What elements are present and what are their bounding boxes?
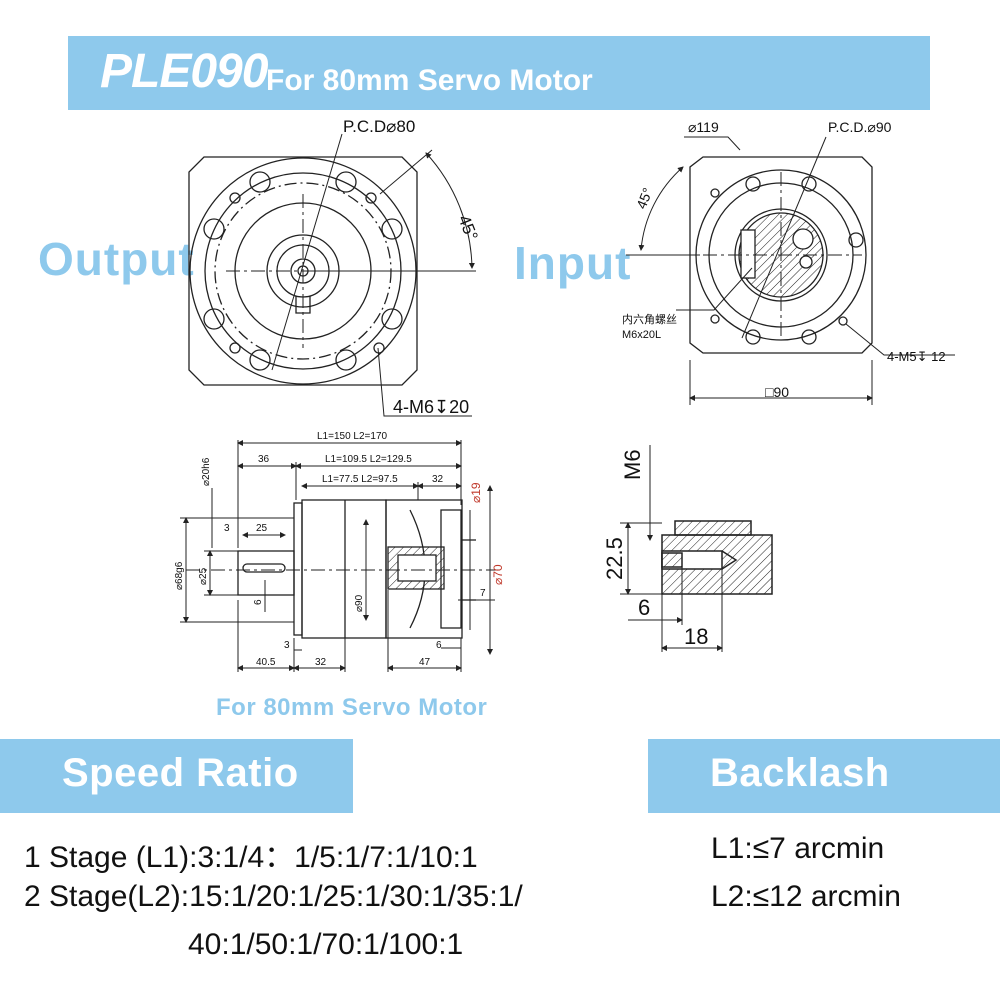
speed-ratio-line-1: 1 Stage (L1):3:1/4：1/5:1/7:1/10:1 <box>24 841 478 874</box>
output-label: Output <box>38 233 195 285</box>
backlash-l2: L2:≤12 arcmin <box>711 880 901 913</box>
model-title: PLE090 <box>100 45 268 98</box>
speed-ratio-title: Speed Ratio <box>62 751 299 795</box>
side-dim-36: 36 <box>258 454 270 465</box>
side-dim-47: 47 <box>419 657 431 668</box>
side-dim-70: ⌀70 <box>491 564 505 585</box>
side-dim-32-top: 32 <box>432 474 444 485</box>
side-dim-shaft: ⌀20h6 <box>201 457 212 486</box>
backlash-title: Backlash <box>710 751 890 795</box>
input-square-label: □90 <box>765 384 789 400</box>
title-subtitle: For 80mm Servo Motor <box>266 64 593 97</box>
side-l-inner: L1=77.5 L2=97.5 <box>322 474 398 485</box>
detail-dim-18: 18 <box>684 624 708 649</box>
side-dim-3a: 3 <box>224 523 230 534</box>
side-dim-3b: 3 <box>284 640 290 651</box>
side-dim-19: ⌀19 <box>469 482 483 503</box>
side-dim-40-5: 40.5 <box>256 657 276 668</box>
input-dia-label: ⌀119 <box>688 119 719 135</box>
output-view <box>188 133 476 417</box>
side-dim-25: 25 <box>256 523 268 534</box>
side-dim-6b: 6 <box>436 640 442 651</box>
input-holes-label: 4-M5↧ 12 <box>887 349 946 364</box>
side-dim-6: 6 <box>253 599 264 605</box>
output-bolt-holes <box>203 171 403 371</box>
detail-dim-6: 6 <box>638 595 650 620</box>
detail-depth-label: 22.5 <box>602 537 627 580</box>
thread-detail <box>620 445 773 652</box>
side-l-mid: L1=109.5 L2=129.5 <box>325 454 412 465</box>
side-view <box>180 440 500 672</box>
input-view <box>626 136 955 405</box>
side-l-total: L1=150 L2=170 <box>317 431 388 442</box>
side-dim-key: ⌀25 <box>198 567 209 585</box>
backlash-l1: L1:≤7 arcmin <box>711 832 885 865</box>
input-angle-label: 45° <box>633 185 656 211</box>
speed-ratio-line-3: 40:1/50:1/70:1/100:1 <box>188 928 464 961</box>
technical-drawing: P.C.D⌀80 45° 4-M6↧20 ⌀119 P.C.D.⌀90 45° … <box>174 117 955 672</box>
side-dim-32-bot: 32 <box>315 657 327 668</box>
input-pcd-label: P.C.D.⌀90 <box>828 119 892 135</box>
output-holes-label: 4-M6↧20 <box>393 397 469 417</box>
output-pcd-label: P.C.D⌀80 <box>343 117 415 136</box>
input-label: Input <box>514 237 632 289</box>
drawing-caption: For 80mm Servo Motor <box>216 694 488 721</box>
side-dim-7: 7 <box>480 588 486 599</box>
output-angle-label: 45° <box>454 212 481 243</box>
backlash-banner: Backlash <box>648 739 1000 813</box>
speed-ratio-line-2: 2 Stage(L2):15:1/20:1/25:1/30:1/35:1/ <box>24 880 523 913</box>
side-dim-90: ⌀90 <box>354 594 365 612</box>
side-dim-flange: ⌀68g6 <box>174 561 185 590</box>
detail-thread-label: M6 <box>620 449 645 480</box>
title-banner: PLE090 For 80mm Servo Motor <box>68 36 930 110</box>
input-screw-label: M6x20L <box>622 329 661 341</box>
input-screw-cn: 内六角螺丝 <box>622 312 677 326</box>
speed-ratio-banner: Speed Ratio <box>0 739 353 813</box>
